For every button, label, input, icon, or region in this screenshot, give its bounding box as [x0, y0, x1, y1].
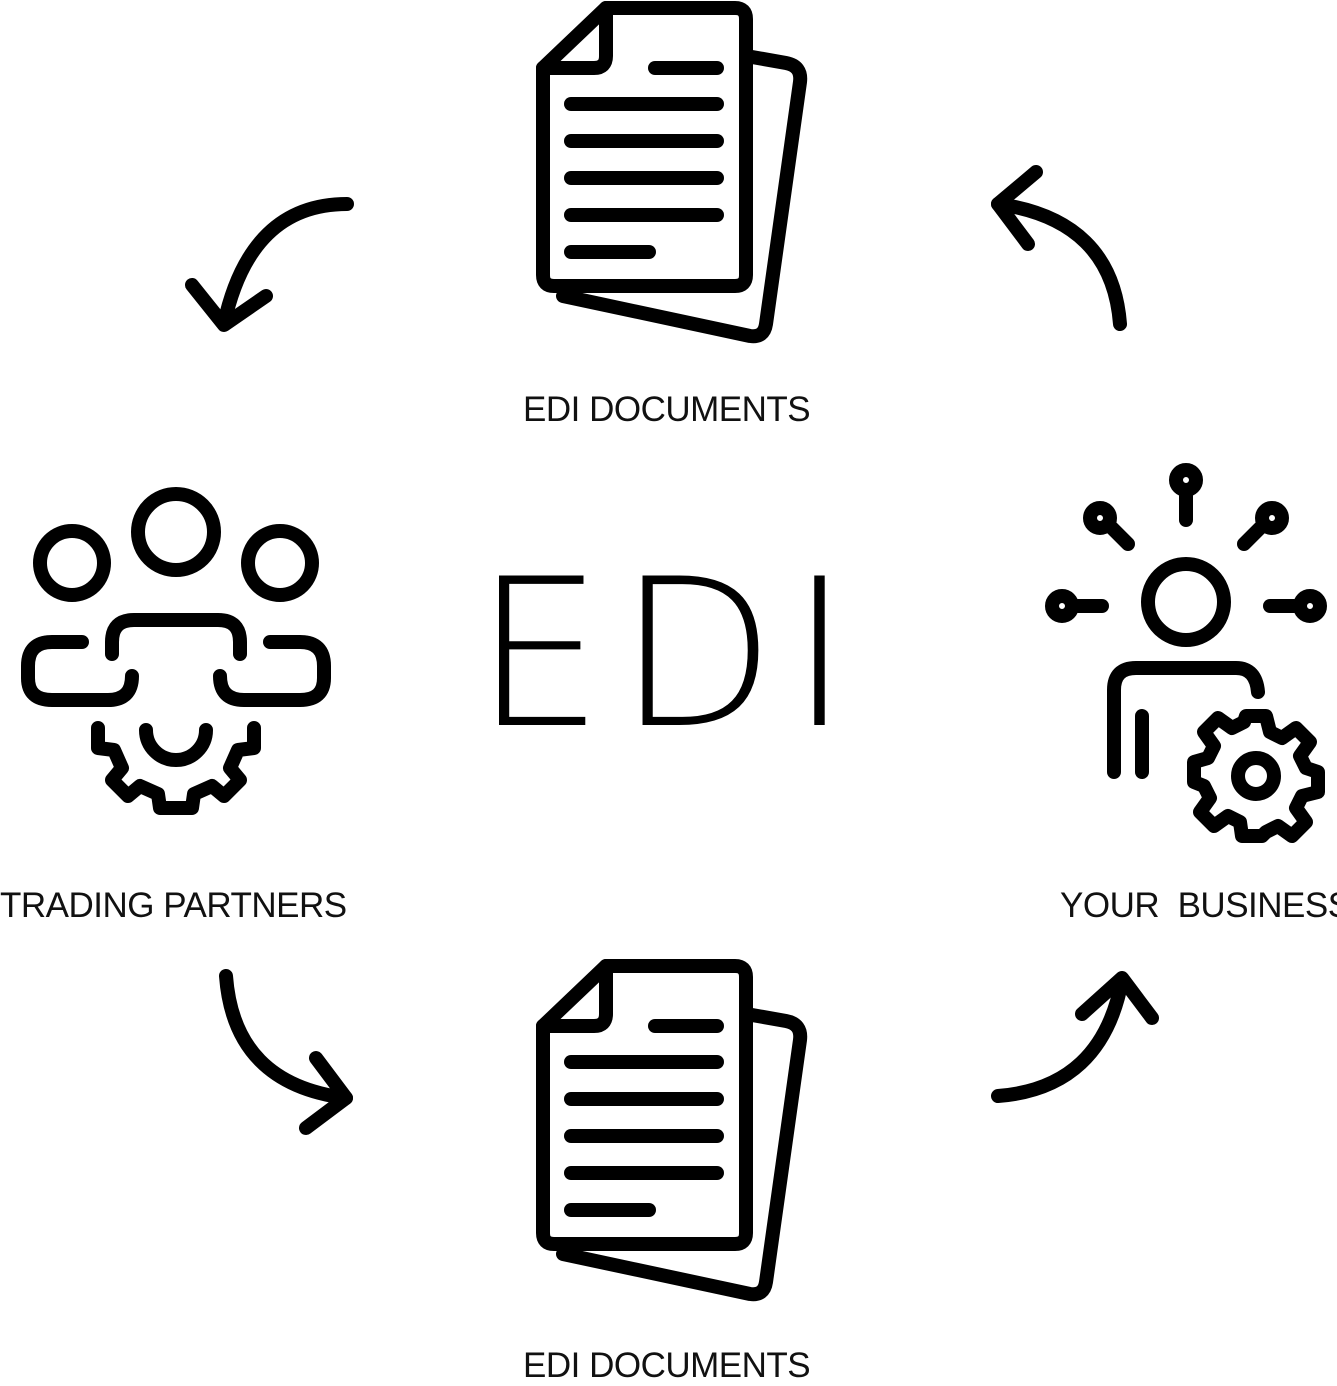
label-edi-documents-top: EDI DOCUMENTS [523, 390, 811, 429]
label-trading-partners: TRADING PARTNERS [0, 886, 347, 925]
arrow-top-left [185, 197, 354, 332]
arrow-bottom-left [219, 969, 353, 1135]
document-stack-icon-bottom [536, 959, 808, 1302]
person-network-gear-icon [1045, 463, 1327, 843]
center-title-text: EDI [474, 536, 864, 774]
arrow-bottom-right [991, 971, 1159, 1103]
team-gear-icon [21, 487, 331, 815]
center-title-edi: EDI [474, 536, 864, 774]
label-your-business: YOUR BUSINESS [1060, 886, 1337, 925]
document-stack-icon-top [536, 1, 808, 344]
arrow-top-right [991, 165, 1127, 331]
label-edi-documents-bottom: EDI DOCUMENTS [523, 1346, 811, 1385]
